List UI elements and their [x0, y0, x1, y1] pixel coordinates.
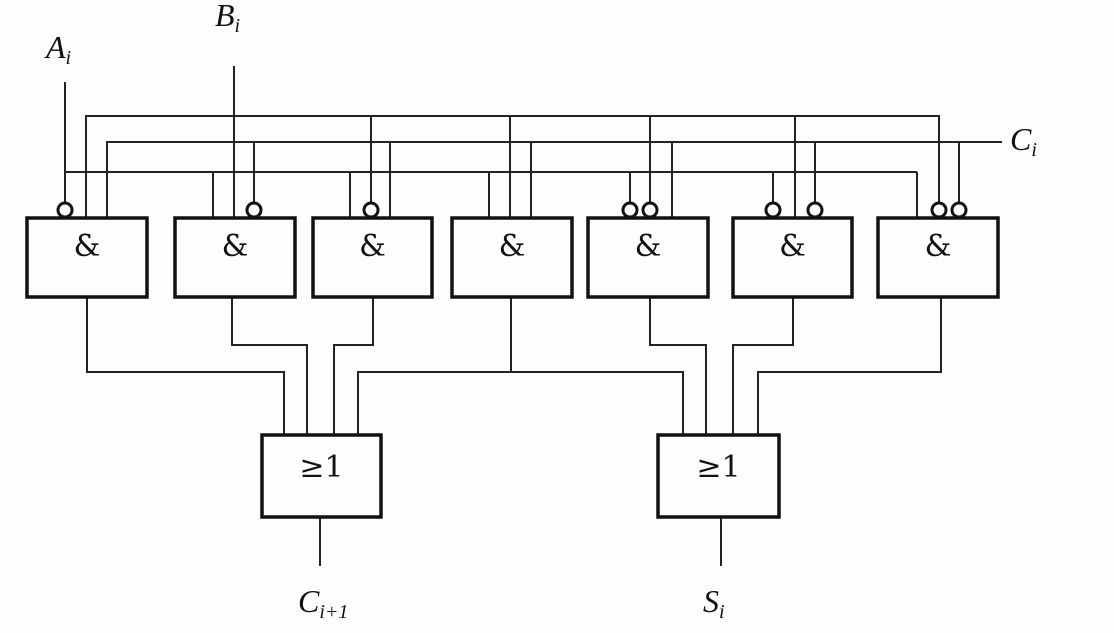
wire-c-bus [106, 141, 1002, 218]
and-gate-7 [876, 216, 1000, 299]
wire-g1-or1 [86, 297, 285, 435]
or-gate-2 [656, 433, 781, 519]
and-gate-symbol: & [925, 229, 952, 264]
input-label-a: Ai [44, 29, 71, 69]
and-gate-symbol: & [222, 229, 249, 264]
wires [64, 66, 1002, 566]
output-label-sum: Si [703, 583, 725, 623]
output-label-carry: Ci+1 [298, 583, 348, 623]
wire-g5-or2 [649, 297, 707, 435]
and-gate-5 [586, 216, 710, 299]
wire-g2-or1 [231, 297, 308, 435]
inversion-bubble-icon [930, 201, 948, 219]
and-gate-3 [311, 216, 434, 299]
wire-a-bus [64, 82, 917, 173]
wire-g7-or2 [757, 297, 942, 435]
and-gate-symbol: & [74, 229, 101, 264]
and-gate-symbol: & [359, 229, 386, 264]
and-gate-symbol: & [499, 229, 526, 264]
inversion-bubble-icon [56, 201, 74, 219]
or-gate-symbol: ≥1 [696, 450, 740, 485]
inversion-bubble-icon [950, 201, 968, 219]
inversion-bubble-icon [641, 201, 659, 219]
or-gate-symbol: ≥1 [299, 450, 343, 485]
inversion-bubble-icon [362, 201, 380, 219]
and-gate-2 [173, 216, 297, 299]
inversion-bubble-icon [764, 201, 782, 219]
inversion-bubble-icon [806, 201, 824, 219]
inversion-bubble-icon [621, 201, 639, 219]
input-label-b: Bi [215, 0, 240, 37]
wire-g6-or2 [732, 297, 794, 435]
and-gate-symbol: & [635, 229, 662, 264]
wire-g4-or-both [357, 371, 684, 435]
or-gate-1 [260, 433, 383, 519]
and-gate-symbol: & [779, 229, 806, 264]
inversion-bubble-icon [245, 201, 263, 219]
and-gate-6 [731, 216, 854, 299]
wire-g3-or1 [333, 297, 374, 435]
and-gate-1 [25, 216, 149, 299]
input-label-c: Ci [1010, 121, 1037, 161]
and-gate-4 [450, 216, 574, 299]
gates: & & & & & & & ≥1 ≥1 [25, 201, 1000, 519]
